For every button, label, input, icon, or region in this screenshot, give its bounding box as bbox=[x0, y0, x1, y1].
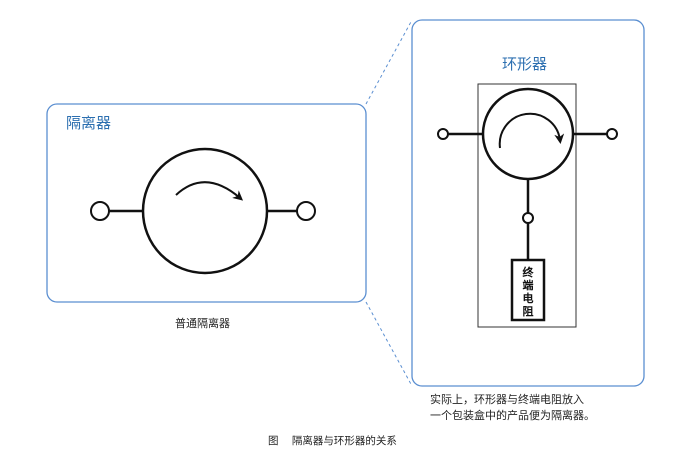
resistor-label-char-4: 阻 bbox=[523, 304, 534, 318]
isolator-body-circle bbox=[141, 147, 269, 275]
circulator-note-line-2: 一个包装盒中的产品便为隔离器。 bbox=[430, 408, 595, 422]
circulator-bottom-port bbox=[522, 212, 534, 224]
terminating-resistor bbox=[510, 258, 546, 322]
figure-caption: 图 隔离器与环形器的关系 bbox=[268, 434, 397, 447]
circulator-note-line-1: 实际上，环形器与终端电阻放入 bbox=[430, 392, 584, 406]
circulator-title: 环形器 bbox=[502, 55, 547, 73]
isolator-caption: 普通隔离器 bbox=[175, 316, 230, 330]
zoom-connector-top bbox=[365, 19, 413, 105]
circulator-direction-arrow bbox=[498, 112, 565, 149]
resistor-label-char-1: 终 bbox=[523, 265, 535, 279]
resistor-label-char-3: 电 bbox=[523, 291, 534, 305]
isolator-left-port bbox=[90, 201, 110, 221]
resistor-label-char-2: 端 bbox=[523, 278, 534, 292]
isolator-title: 隔离器 bbox=[66, 114, 111, 132]
isolator-panel: 隔离器 bbox=[46, 103, 367, 303]
zoom-connector-bottom bbox=[365, 301, 413, 387]
isolator-direction-arrow bbox=[175, 181, 244, 201]
circulator-panel: 环形器 终 端 电 阻 bbox=[411, 19, 645, 387]
circulator-right-port bbox=[606, 128, 618, 140]
circulator-left-port bbox=[437, 128, 449, 140]
isolator-right-port bbox=[296, 201, 316, 221]
